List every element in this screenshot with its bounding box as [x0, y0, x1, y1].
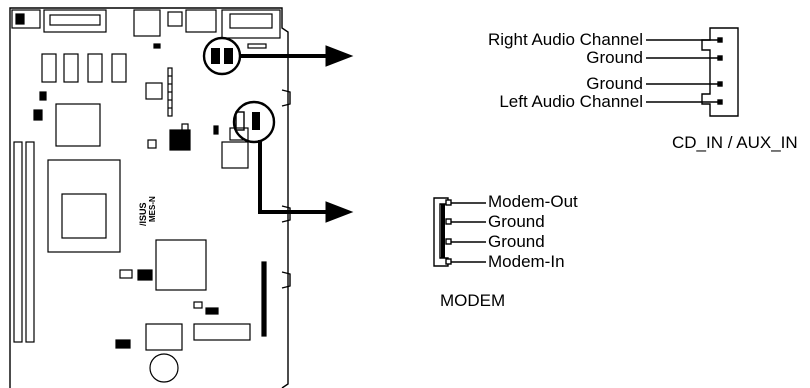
cd-pin-2-label: Ground: [586, 48, 643, 67]
cd-in-highlight: [202, 36, 242, 76]
back-panel-connectors: [11, 9, 281, 39]
board-brand-label: /ISUS: [138, 202, 148, 226]
cd-connector-name: CD_IN / AUX_IN: [672, 133, 798, 152]
modem-highlight: [232, 100, 276, 144]
modem-connector-name: MODEM: [440, 291, 506, 310]
modem-pin-1-label: Modem-Out: [488, 192, 578, 211]
cd-pin-1-label: Right Audio Channel: [487, 30, 643, 49]
modem-connector-graphic: [433, 197, 486, 267]
board-components: [13, 43, 267, 383]
modem-pin-2-label: Ground: [488, 212, 545, 231]
board-model-label: MES-N: [148, 196, 157, 222]
pointer-arrows: [240, 45, 354, 223]
cd-pin-4-label: Left Audio Channel: [499, 92, 643, 111]
cd-pin-3-label: Ground: [586, 74, 643, 93]
cd-in-connector-graphic: [646, 27, 739, 117]
modem-pin-4-label: Modem-In: [488, 252, 565, 271]
modem-pin-3-label: Ground: [488, 232, 545, 251]
